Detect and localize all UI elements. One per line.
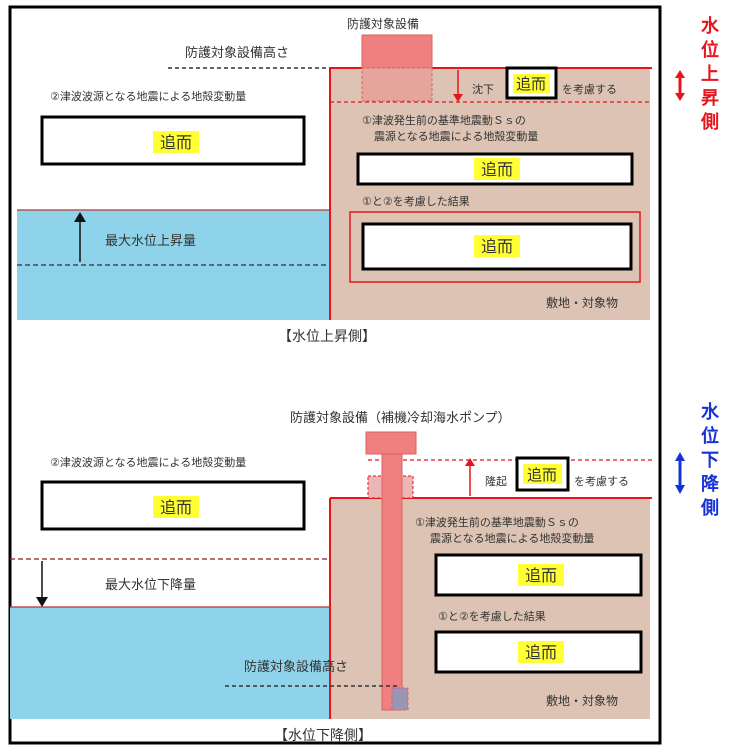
fall-side-label: 水 位 下 降 側 [700, 401, 720, 519]
upper-ss-pending: 追而 [481, 160, 513, 179]
lower-ss-pending: 追而 [525, 566, 557, 585]
lower-tsunami-pending-highlight [153, 496, 199, 518]
upper-ground [330, 68, 650, 320]
rise-side-double-arrow [675, 70, 685, 101]
lower-combined-pending: 追而 [525, 643, 557, 662]
fall-side-double-arrow [675, 452, 685, 494]
lower-pump-shaft [381, 453, 403, 711]
upper-tsunami-pending-highlight [153, 131, 199, 153]
lower-fall-arrowhead [36, 597, 48, 607]
outer-frame [8, 5, 662, 745]
upper-subsidence-pending-highlight [513, 74, 550, 93]
lower-uplift-arrowhead [465, 458, 475, 466]
upper-subsidence-prefix: 沈下 [472, 82, 494, 96]
lower-combined-pending-highlight [518, 641, 564, 663]
lower-uplift-suffix: を考慮する [574, 474, 629, 488]
upper-combined-label: ①と②を考慮した結果 [362, 194, 470, 208]
upper-equipment-label: 防護対象設備 [347, 16, 419, 31]
upper-ss-label-line1: ①津波発生前の基準地震動Ｓｓの [362, 113, 526, 127]
upper-ss-label-line2: 震源となる地震による地殻変動量 [374, 129, 538, 143]
upper-tsunami-pending: 追而 [160, 133, 192, 152]
upper-combined-pending-highlight [474, 235, 520, 257]
upper-equipment-height-label: 防護対象設備高さ [185, 45, 289, 61]
rise-side-char-4: 昇 [701, 88, 719, 109]
lower-uplift-pending: 追而 [527, 466, 557, 484]
upper-site-label: 敷地・対象物 [546, 295, 618, 310]
lower-pump-head [365, 431, 417, 455]
rise-side-label: 水 位 上 昇 側 [700, 15, 720, 133]
rise-side-char-1: 水 [701, 15, 720, 37]
lower-tsunami-source-label: ②津波波源となる地震による地殻変動量 [50, 455, 246, 469]
lower-combined-label: ①と②を考慮した結果 [438, 609, 546, 623]
upper-equipment-subsided [361, 67, 433, 102]
fall-side-char-4: 降 [701, 473, 720, 495]
upper-tsunami-source-label: ②津波波源となる地震による地殻変動量 [50, 89, 246, 103]
upper-subsidence-pending: 追而 [516, 75, 546, 93]
lower-uplift-pending-highlight [523, 464, 562, 484]
lower-caption: 【水位下降側】 [274, 728, 372, 744]
lower-tsunami-pending: 追而 [160, 498, 192, 517]
rise-side-char-3: 上 [701, 64, 719, 85]
upper-combined-outer-box [349, 211, 641, 283]
upper-equipment-block [361, 34, 433, 69]
upper-rise-arrowhead [74, 212, 86, 222]
lower-pump-foot-shade [391, 687, 409, 711]
upper-combined-pending: 追而 [481, 237, 513, 256]
upper-subsidence-suffix: を考慮する [562, 82, 617, 96]
upper-caption: 【水位上昇側】 [278, 329, 376, 345]
lower-ss-pending-highlight [518, 564, 564, 586]
lower-ss-label-line1: ①津波発生前の基準地震動Ｓｓの [415, 515, 579, 529]
lower-equipment-label: 防護対象設備（補機冷却海水ポンプ） [290, 410, 511, 426]
upper-subsidence-arrowhead [453, 94, 463, 102]
fall-side-char-3: 下 [701, 450, 719, 471]
rise-side-char-5: 側 [700, 111, 719, 133]
fall-side-char-5: 側 [700, 497, 719, 519]
lower-ss-label-line2: 震源となる地震による地殻変動量 [430, 531, 594, 545]
upper-ss-pending-highlight [474, 158, 520, 180]
lower-water [10, 607, 330, 719]
lower-site-label: 敷地・対象物 [546, 693, 618, 708]
lower-water-fall-label: 最大水位下降量 [105, 578, 196, 593]
rise-side-char-2: 位 [701, 39, 719, 61]
fall-side-char-1: 水 [701, 401, 720, 423]
lower-equipment-height-label: 防護対象設備高さ [244, 659, 348, 675]
fall-side-char-2: 位 [701, 425, 719, 447]
lower-uplift-prefix: 隆起 [485, 474, 507, 488]
upper-water-rise-label: 最大水位上昇量 [105, 234, 196, 249]
